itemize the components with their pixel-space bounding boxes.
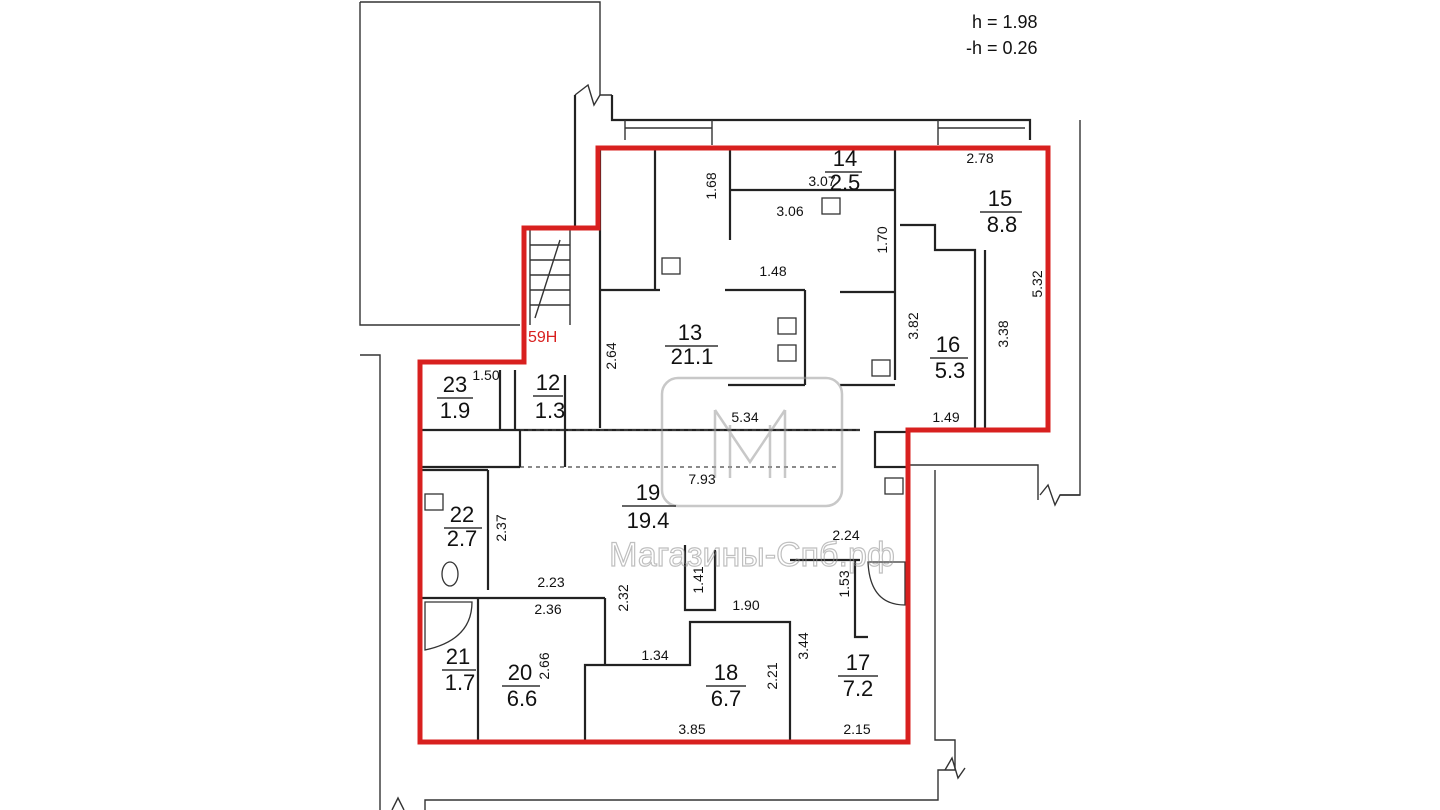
sink-icon [777, 317, 797, 335]
room-15: 15 8.8 [980, 186, 1022, 237]
dimension-label: 2.37 [493, 514, 509, 541]
room-23: 23 1.9 [437, 372, 473, 423]
room-17: 17 7.2 [838, 650, 878, 701]
room-area: 1.7 [445, 670, 476, 695]
room-16: 16 5.3 [930, 332, 968, 383]
watermark-logo-icon [660, 376, 844, 508]
watermark-text: Магазины-Спб.рф [609, 536, 895, 574]
dimension-label: 3.38 [995, 320, 1011, 347]
dimension-label: 2.64 [603, 342, 619, 369]
dimension-label: 2.78 [966, 150, 993, 166]
room-number: 16 [936, 332, 960, 357]
dimension-label: 5.34 [731, 409, 758, 425]
sink-icon [821, 197, 841, 215]
room-area: 1.3 [535, 398, 566, 423]
dimension-label: 1.68 [703, 172, 719, 199]
dimension-label: 1.70 [874, 226, 890, 253]
dimension-label: 3.06 [776, 203, 803, 219]
room-area: 1.9 [440, 398, 471, 423]
unit-marker: 59H [528, 329, 557, 346]
dimension-label: 2.32 [615, 584, 631, 611]
height-value: h = 1.98 [972, 12, 1038, 32]
room-number: 22 [450, 502, 474, 527]
sink-icon [661, 257, 681, 275]
room-number: 23 [443, 372, 467, 397]
room-12: 12 1.3 [533, 370, 565, 423]
shower-icon [867, 561, 906, 606]
room-13: 13 21.1 [665, 320, 718, 369]
premises-outline [417, 145, 1051, 745]
interior-walls [420, 150, 987, 740]
room-number: 13 [678, 320, 702, 345]
room-area: 6.6 [507, 686, 538, 711]
room-number: 18 [714, 660, 738, 685]
fixtures [424, 197, 906, 651]
sink-icon [777, 344, 797, 362]
building-walls [359, 1, 1081, 810]
room-number: 20 [508, 660, 532, 685]
room-number: 14 [833, 146, 857, 171]
room-22: 22 2.7 [444, 502, 482, 551]
shower-icon [424, 601, 473, 651]
sink-icon [884, 477, 904, 495]
dimension-label: 3.82 [905, 312, 921, 339]
dimension-label: 1.90 [732, 597, 759, 613]
room-labels: 12 1.3 13 21.1 14 2.5 15 8.8 16 5.3 17 7… [437, 146, 1022, 711]
room-number: 19 [636, 480, 660, 505]
dimension-label: 1.41 [690, 566, 706, 593]
staircase [529, 230, 571, 325]
dimension-label: 5.32 [1029, 270, 1045, 297]
room-area: 21.1 [671, 344, 714, 369]
dimension-label: 2.66 [536, 652, 552, 679]
room-19: 19 19.4 [622, 480, 676, 533]
room-area: 19.4 [627, 508, 670, 533]
sink-icon [871, 359, 891, 377]
room-number: 15 [988, 186, 1012, 211]
room-area: 2.5 [830, 170, 861, 195]
dimension-label: 1.49 [932, 409, 959, 425]
dimension-labels: 1.68 3.07 2.78 3.06 1.70 5.32 1.48 3.82 … [472, 150, 1045, 737]
room-area: 6.7 [711, 686, 742, 711]
room-21: 21 1.7 [442, 644, 476, 695]
room-area: 5.3 [935, 358, 966, 383]
dimension-label: 1.50 [472, 367, 499, 383]
dimension-label: 1.48 [759, 263, 786, 279]
room-18: 18 6.7 [706, 660, 746, 711]
room-area: 2.7 [447, 526, 478, 551]
room-area: 8.8 [987, 212, 1018, 237]
dimension-label: 1.53 [836, 570, 852, 597]
room-number: 12 [536, 370, 560, 395]
toilet-icon [441, 561, 459, 587]
room-number: 21 [446, 644, 470, 669]
dimension-label: 2.15 [843, 721, 870, 737]
room-14: 14 2.5 [825, 146, 862, 195]
room-20: 20 6.6 [502, 660, 540, 711]
dimension-label: 2.24 [832, 527, 859, 543]
dimension-label: 3.85 [678, 721, 705, 737]
dimension-label: 2.36 [534, 601, 561, 617]
dimension-label: 7.93 [688, 471, 715, 487]
room-number: 17 [846, 650, 870, 675]
height-offset-value: -h = 0.26 [966, 38, 1038, 58]
dimension-label: 3.07 [808, 173, 835, 189]
dimension-label: 1.34 [641, 647, 668, 663]
dimension-label: 2.21 [764, 662, 780, 689]
room-area: 7.2 [843, 676, 874, 701]
dimension-label: 2.23 [537, 574, 564, 590]
dimension-label: 3.44 [795, 632, 811, 659]
sink-icon [424, 493, 444, 511]
